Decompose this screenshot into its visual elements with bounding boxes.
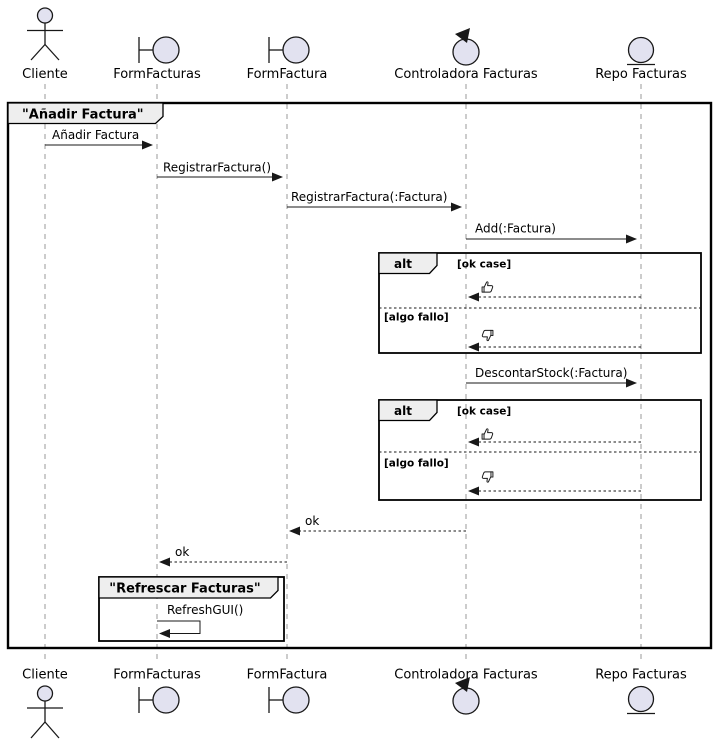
message-ok-to-formfactura: ok (289, 514, 466, 536)
entity-icon (627, 36, 655, 66)
message-add-factura: Add(:Factura) (466, 222, 637, 244)
boundary-icon (138, 36, 180, 64)
participant-formfacturas-top: FormFacturas (113, 36, 201, 82)
alt-operator-label: alt (394, 404, 412, 418)
participant-controladora-bottom: Controladora Facturas (394, 668, 538, 715)
message-registrarfactura: RegistrarFactura() (157, 161, 283, 182)
participant-label: FormFacturas (113, 67, 201, 82)
message-anadir-factura: Añadir Factura (45, 128, 153, 150)
frame-refrescar-facturas: "Refrescar Facturas" RefreshGUI() (98, 576, 285, 642)
message-label: Add(:Factura) (475, 222, 556, 236)
participant-formfactura-top: FormFactura (247, 36, 328, 82)
participant-cliente-top: Cliente (22, 7, 68, 82)
participant-formfactura-bottom: FormFactura (247, 668, 328, 714)
participant-repo-bottom: Repo Facturas (595, 668, 687, 715)
boundary-icon (268, 36, 310, 64)
control-icon (452, 28, 480, 66)
participant-label: Repo Facturas (595, 67, 687, 82)
message-ok-to-formfacturas: ok (159, 545, 287, 567)
message-label: ok (305, 514, 319, 528)
alt-operator-label: alt (394, 257, 412, 271)
participant-repo-top: Repo Facturas (595, 36, 687, 82)
participant-label: Repo Facturas (595, 668, 687, 683)
guard-ok-case: [ok case] (457, 406, 511, 418)
guard-ok-case: [ok case] (457, 259, 511, 271)
message-label: DescontarStock(:Factura) (475, 366, 627, 380)
alt-block-1: alt [ok case] [algo fallo] (378, 252, 702, 354)
message-refreshgui: RefreshGUI() (157, 603, 243, 638)
participant-formfacturas-bottom: FormFacturas (113, 668, 201, 714)
participant-label: Controladora Facturas (394, 67, 538, 82)
thumbs-down-icon (481, 329, 494, 342)
actor-icon (27, 7, 63, 61)
self-message-arrow (157, 620, 201, 638)
participant-label: Cliente (22, 67, 68, 82)
message-descontarstock: DescontarStock(:Factura) (466, 366, 637, 388)
message-label: RegistrarFactura() (163, 161, 271, 175)
participant-label: FormFactura (247, 668, 328, 683)
participant-label: Cliente (22, 668, 68, 683)
lifelines (44, 84, 642, 663)
thumbs-down-icon (481, 471, 494, 483)
frame-title: "Añadir Factura" (22, 108, 144, 123)
message-label: RefreshGUI() (167, 603, 243, 617)
boundary-icon (138, 686, 180, 714)
guard-algo-fallo: [algo fallo] (384, 312, 449, 324)
alt-operator-tab (378, 399, 438, 422)
entity-icon (627, 685, 655, 715)
message-registrarfactura-factura: RegistrarFactura(:Factura) (287, 190, 462, 212)
actor-icon (27, 685, 63, 739)
alt-operator-tab (378, 252, 438, 275)
participant-label: FormFacturas (113, 668, 201, 683)
frame-anadir-factura: "Añadir Factura" (6, 101, 713, 650)
participant-label: Controladora Facturas (394, 668, 538, 683)
participant-controladora-top: Controladora Facturas (394, 28, 538, 82)
participant-label: FormFactura (247, 67, 328, 82)
message-label: RegistrarFactura(:Factura) (291, 190, 447, 204)
frame-title-tab (98, 576, 279, 599)
guard-algo-fallo: [algo fallo] (384, 458, 449, 470)
boundary-icon (268, 686, 310, 714)
participant-cliente-bottom: Cliente (22, 668, 68, 739)
message-label: ok (175, 545, 189, 559)
message-label: Añadir Factura (52, 128, 139, 142)
frame-title-tab (7, 102, 164, 125)
frame-title: "Refrescar Facturas" (109, 582, 260, 597)
thumbs-up-icon (481, 428, 494, 440)
thumbs-up-icon (481, 281, 494, 293)
alt-block-2: alt [ok case] [algo fallo] (378, 399, 702, 501)
control-icon (452, 677, 480, 715)
